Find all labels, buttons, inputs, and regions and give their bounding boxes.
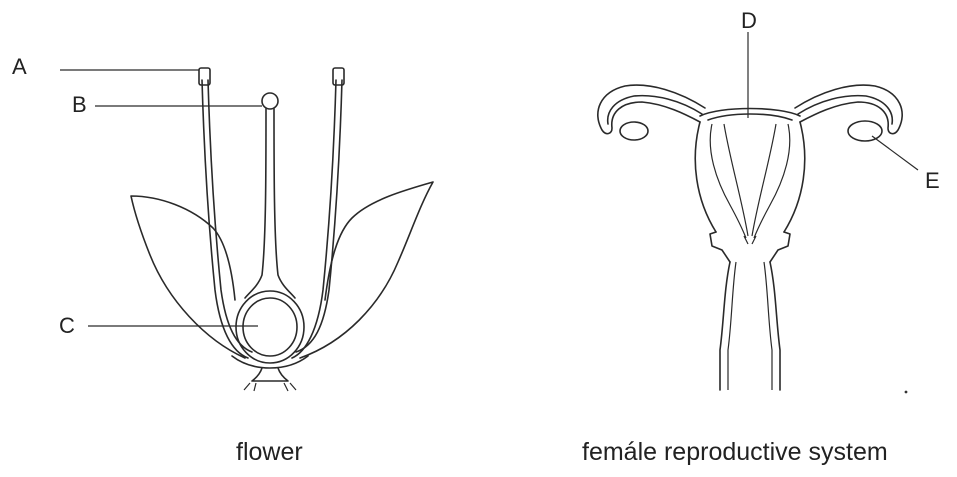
label-c: C [59,315,75,337]
base-tufts [244,383,296,391]
vagina-left-inner [728,262,736,390]
uterus-cavity-right [752,124,776,236]
label-b: B [72,94,87,116]
ovary-outer [236,291,304,363]
stamen-left-filament-inner [208,80,252,352]
uterus-lining-right [754,124,790,238]
left-tube-outer [598,85,705,134]
uterus-lining-left [710,124,746,238]
style-right [274,109,295,298]
label-a: A [12,56,27,78]
vagina-right-inner [764,262,772,390]
leader-line-e [872,136,918,170]
uterus-wall-right-outer [784,122,805,232]
female-system-drawing [598,85,902,390]
uterus-cavity-top [708,114,792,120]
uterus-fundus [700,109,800,117]
flower-stalk [252,368,288,381]
flower-left-petal [131,196,245,358]
cervix-right [770,232,790,262]
stigma [262,93,278,109]
label-d: D [741,10,757,32]
uterus-cavity-left [724,124,748,236]
stamen-right-filament-outer [292,80,336,358]
left-ovary [620,122,648,140]
flower-caption: flower [236,440,303,465]
label-e: E [925,170,940,192]
flower-drawing [131,68,433,391]
right-tube-outer [795,85,902,134]
female-system-caption: femále reproductive system [582,440,888,465]
ovary-inner [243,298,297,356]
stray-mark [905,391,908,394]
uterus-wall-left-outer [695,122,716,232]
cervix-left [710,232,730,262]
flower-right-petal [300,182,433,358]
right-ovary [848,121,882,141]
style-left [245,109,266,298]
right-tube-inner [798,96,892,124]
left-tube-inner [608,96,702,124]
